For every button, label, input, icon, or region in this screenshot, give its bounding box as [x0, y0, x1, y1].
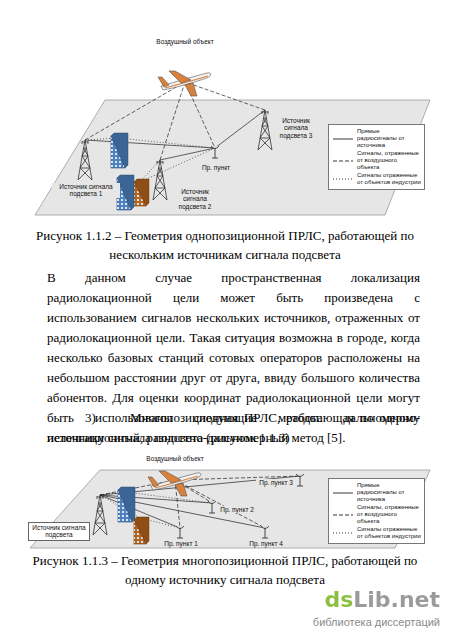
legend-line [333, 492, 353, 493]
legend-line-sample [332, 512, 354, 518]
ground-plane [35, 100, 430, 215]
legend-text: Сигналы, отраженные от воздушного объект… [357, 150, 421, 171]
legend-row: Прямые радиосигналы от источника [332, 128, 421, 149]
source-label: Источник сигнала подсвета [28, 522, 90, 541]
building-symbol [134, 179, 149, 206]
building-symbol [111, 133, 128, 168]
legend-line [333, 160, 353, 161]
legend-line-sample [332, 530, 354, 536]
legend-line [333, 514, 353, 515]
legend-row: Сигналы, отраженные от воздушного объект… [332, 150, 421, 171]
receiver-label: Пр. пункт 1 [161, 540, 201, 547]
tower-symbol [93, 495, 107, 535]
legend-line [333, 533, 353, 534]
source-label: Источник сигнала подсвета 1 [52, 183, 120, 198]
legend-text: Сигналы отраженные от объектов индустрии [357, 172, 421, 186]
watermark: библиотека диссертаций [313, 616, 440, 629]
tower-symbol [153, 160, 167, 200]
legend-text: Прямые радиосигналы от источника [357, 482, 421, 503]
receiver-label: Пр. пункт 4 [246, 540, 286, 547]
legend-row: Прямые радиосигналы от источника [332, 482, 421, 503]
legend-line-sample [332, 490, 354, 496]
source-label: Источник сигнала подсвета 3 [273, 117, 319, 139]
receiver-symbol [296, 474, 304, 486]
legend-line-sample [332, 158, 354, 164]
ground-plane [30, 470, 430, 548]
reflected-signal [100, 476, 300, 528]
legend-text: Сигналы отраженные от объектов индустрии [357, 526, 421, 540]
receiver-symbol [176, 526, 184, 538]
tower-symbol [78, 140, 92, 180]
figure-caption: Рисунок 1.1.3 – Геометрия многопозиционн… [30, 551, 420, 589]
object-label: Воздушный объект [135, 455, 215, 462]
list-number: 3) [85, 408, 96, 428]
legend-text: Прямые радиосигналы от источника [357, 128, 421, 149]
industry-signal [85, 138, 215, 182]
legend-box: Прямые радиосигналы от источникаСигналы,… [328, 124, 425, 190]
building-symbol [118, 487, 135, 522]
watermark: dsLib.net [324, 588, 440, 612]
legend-line [333, 179, 353, 180]
receiver-label: Пр. пункт [198, 164, 234, 171]
building-symbol [134, 517, 149, 544]
legend-box: Прямые радиосигналы от источникаСигналы,… [328, 478, 425, 544]
legend-line-sample [332, 136, 354, 142]
list-item: Многопозиционная ПРЛС, работающая по одн… [47, 408, 420, 448]
tower-symbol [258, 110, 272, 150]
figure-caption: Рисунок 1.1.2 – Геометрия однопозиционно… [30, 226, 420, 264]
receiver-label: Пр. пункт 2 [217, 506, 257, 513]
receiver-symbol [211, 146, 219, 158]
airplane-symbol [148, 471, 201, 496]
legend-text: Сигналы, отраженные от воздушного объект… [357, 504, 421, 525]
legend-line-sample [332, 176, 354, 182]
direct-signal [100, 476, 300, 528]
legend-row: Сигналы отраженные от объектов индустрии [332, 172, 421, 186]
object-label: Воздушный объект [145, 38, 225, 45]
receiver-label: Пр. пункт 3 [256, 479, 296, 486]
industry-signal [100, 492, 212, 528]
legend-line [333, 138, 353, 139]
legend-row: Сигналы, отраженные от воздушного объект… [332, 504, 421, 525]
receiver-symbol [261, 526, 269, 538]
signal-lines [85, 82, 265, 182]
receiver-symbol [208, 501, 216, 513]
source-label: Источник сигнала подсвета 2 [172, 188, 218, 210]
signal-lines [100, 476, 300, 528]
airplane-symbol [158, 71, 211, 96]
legend-row: Сигналы отраженные от объектов индустрии [332, 526, 421, 540]
